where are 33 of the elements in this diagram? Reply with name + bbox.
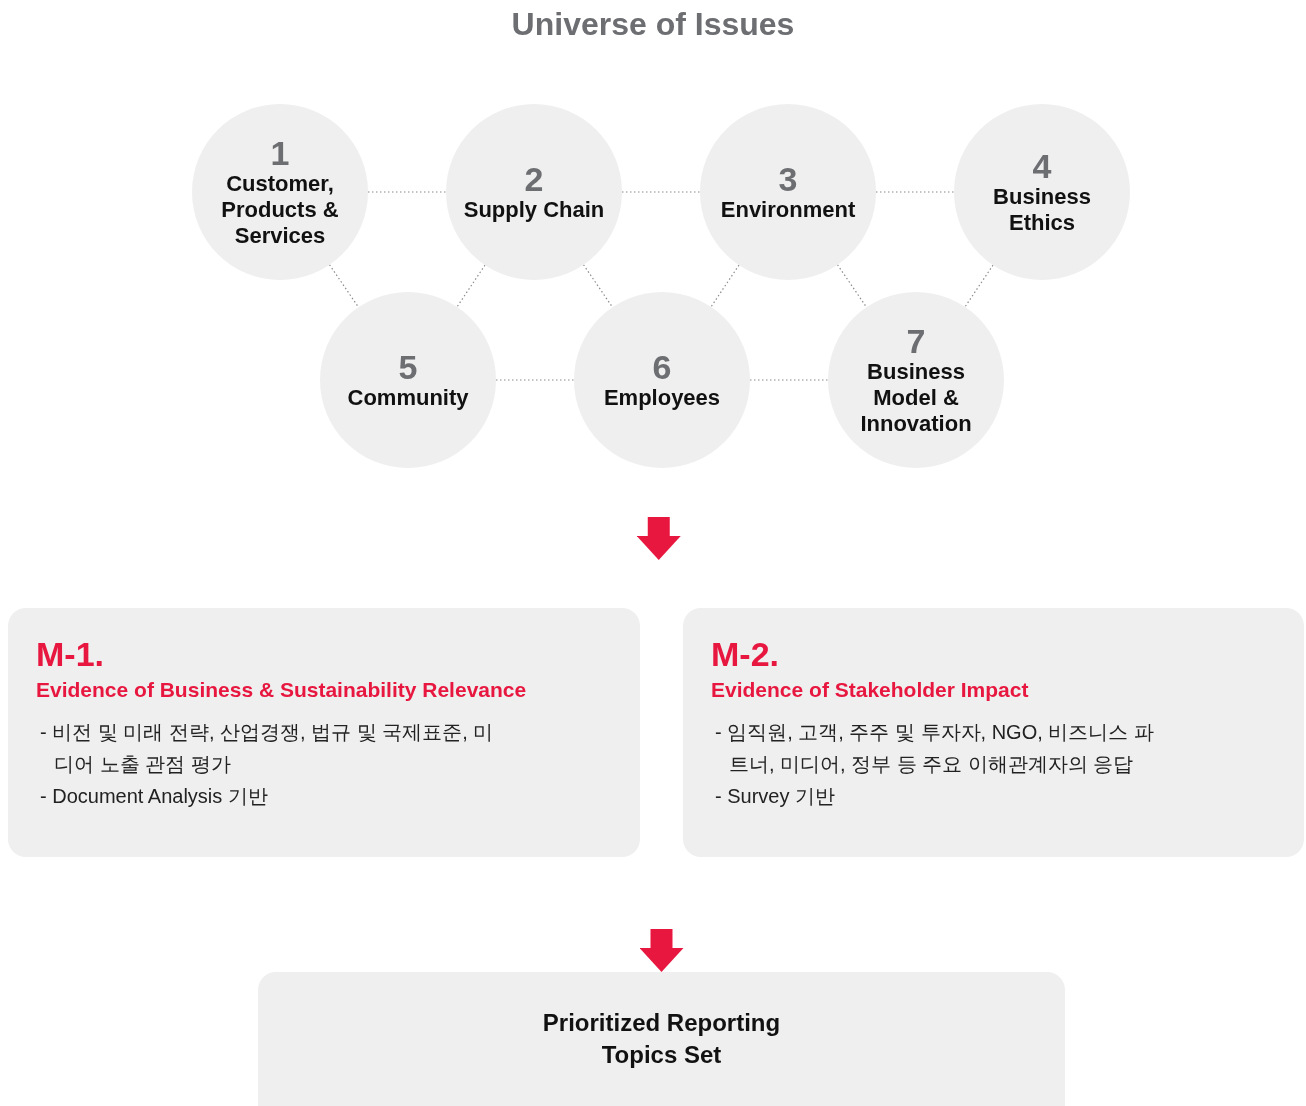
method-note: - 비전 및 미래 전략, 산업경쟁, 법규 및 국제표준, 미디어 노출 관점 평가 bbox=[40, 720, 494, 777]
method-note: - 임직원, 고객, 주주 및 투자자, NGO, 비즈니스 파트너, 미디어, 정부 등 주요 이해관계자의 응답 bbox=[715, 720, 1155, 777]
down-arrow bbox=[639, 929, 684, 972]
issue-name: Community bbox=[346, 385, 470, 411]
method-note: - Survey 기반 bbox=[715, 784, 837, 809]
dotted-connector bbox=[710, 264, 740, 308]
issue-name: Business Model & Innovation bbox=[859, 359, 973, 437]
issue-number: 3 bbox=[778, 161, 798, 197]
issue-name: Employees bbox=[602, 385, 722, 411]
dotted-connector bbox=[456, 264, 486, 308]
issue-number: 7 bbox=[906, 323, 926, 359]
dotted-connector bbox=[836, 264, 868, 308]
result-title: Prioritized Reporting Topics Set bbox=[541, 1008, 782, 1070]
dotted-connector bbox=[328, 264, 360, 308]
diagram-title: Universe of Issues bbox=[511, 6, 795, 42]
method-code: M-2. bbox=[711, 634, 780, 674]
result-box bbox=[258, 972, 1065, 1106]
method-note: - Document Analysis 기반 bbox=[40, 784, 269, 809]
issue-name: Supply Chain bbox=[462, 197, 606, 223]
issue-number: 6 bbox=[652, 349, 672, 385]
issue-name: Environment bbox=[719, 197, 857, 223]
issue-name: Business Ethics bbox=[992, 184, 1092, 236]
method-title: Evidence of Business & Sustainability Relevance bbox=[36, 677, 528, 703]
issue-number: 1 bbox=[270, 135, 290, 171]
down-arrow bbox=[636, 517, 681, 560]
dotted-connector bbox=[964, 264, 994, 308]
issue-number: 2 bbox=[524, 161, 544, 197]
method-title: Evidence of Stakeholder Impact bbox=[711, 677, 1030, 703]
method-code: M-1. bbox=[36, 634, 105, 674]
issue-name: Customer, Products & Services bbox=[220, 171, 340, 249]
issue-number: 5 bbox=[398, 349, 418, 385]
dotted-connector bbox=[582, 264, 614, 308]
issue-number: 4 bbox=[1032, 148, 1052, 184]
